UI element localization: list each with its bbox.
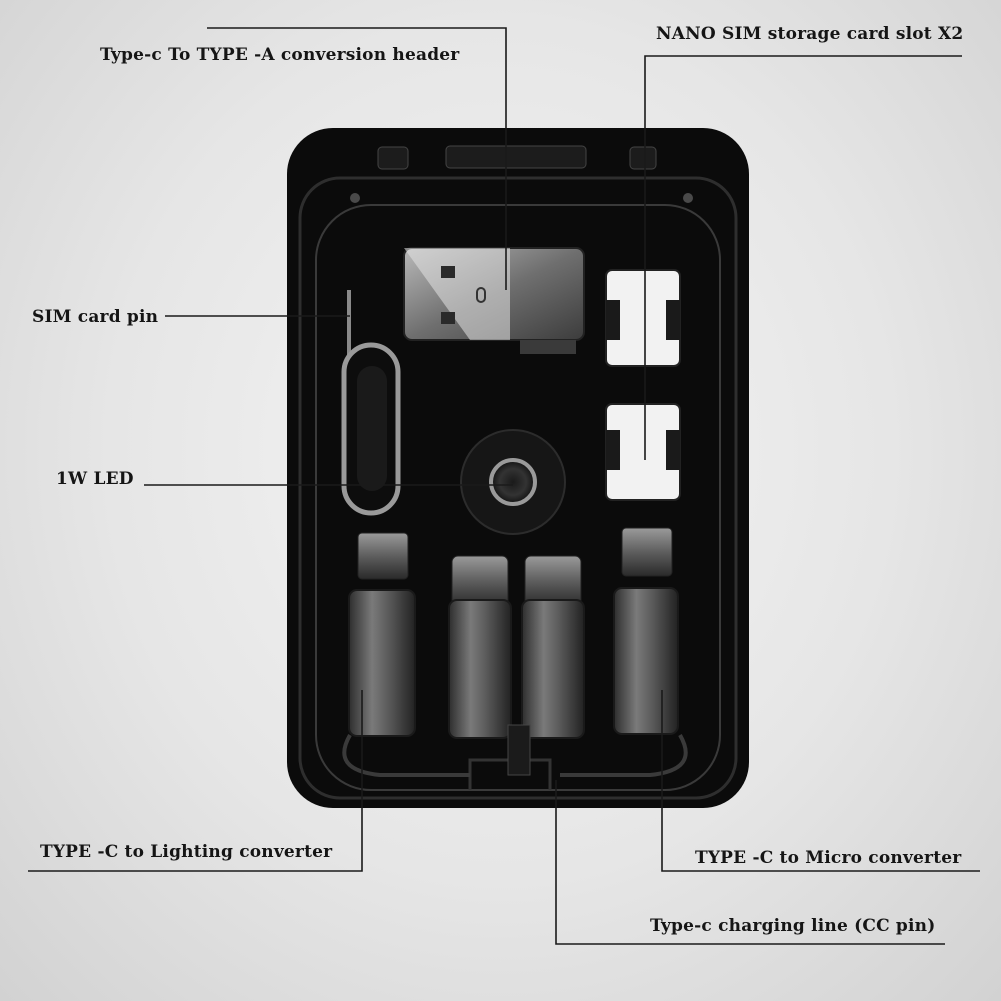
sim-pin-loop-inner [357, 366, 387, 491]
label-sim-card-pin: SIM card pin [32, 307, 159, 327]
usb-a-contact-top [441, 266, 455, 278]
typec-typea-adapter [403, 247, 585, 354]
hinge-center [445, 145, 587, 169]
label-typec-charging-line: Type-c charging line (CC pin) [650, 916, 936, 936]
led-module [460, 429, 566, 535]
screw-left [350, 193, 360, 203]
leader-micro [661, 690, 980, 872]
cable-channel-right [560, 734, 688, 777]
sim-slot-1-notch-right [666, 300, 680, 340]
case-rim [298, 176, 738, 800]
case-inner-rim [315, 204, 721, 791]
lighting-converter [348, 532, 416, 737]
sim-slot-1-notch-left [606, 300, 620, 340]
sim-slot-2-notch-left [606, 430, 620, 470]
cable-loop [507, 724, 531, 776]
typec-left-body [448, 599, 512, 739]
screw-right [683, 193, 693, 203]
leader-typec-typea [207, 27, 507, 290]
sim-card-pin [341, 290, 401, 516]
typec-charging-line [448, 555, 585, 776]
usb-a-contact-mid [476, 287, 486, 303]
sim-slot-2-notch-right [666, 430, 680, 470]
hinge-left [377, 146, 409, 170]
usb-a-contact-bottom [441, 312, 455, 324]
typec-left-tip [451, 555, 509, 607]
label-typec-to-micro: TYPE -C to Micro converter [695, 848, 962, 868]
label-typec-to-typea: Type-c To TYPE -A conversion header [100, 45, 460, 65]
hinge-right [629, 146, 657, 170]
leader-lighting [28, 690, 363, 872]
label-led: 1W LED [56, 469, 134, 489]
usb-a-highlight [404, 248, 510, 340]
leader-charging-line [555, 780, 945, 945]
micro-converter [613, 527, 679, 735]
typec-right-tip [524, 555, 582, 607]
micro-tip [621, 527, 673, 577]
label-nano-sim-slots: NANO SIM storage card slot X2 [656, 24, 964, 44]
nano-sim-slots [605, 269, 681, 501]
label-typec-to-lighting: TYPE -C to Lighting converter [40, 842, 333, 862]
usb-a-tail [520, 340, 576, 354]
lighting-body [348, 589, 416, 737]
lighting-tip [357, 532, 409, 580]
typec-right-body [521, 599, 585, 739]
leader-nano-sim [644, 55, 962, 460]
cable-channel-left [342, 734, 470, 777]
led-lens [489, 458, 537, 506]
micro-body [613, 587, 679, 735]
leader-lines [28, 27, 980, 945]
